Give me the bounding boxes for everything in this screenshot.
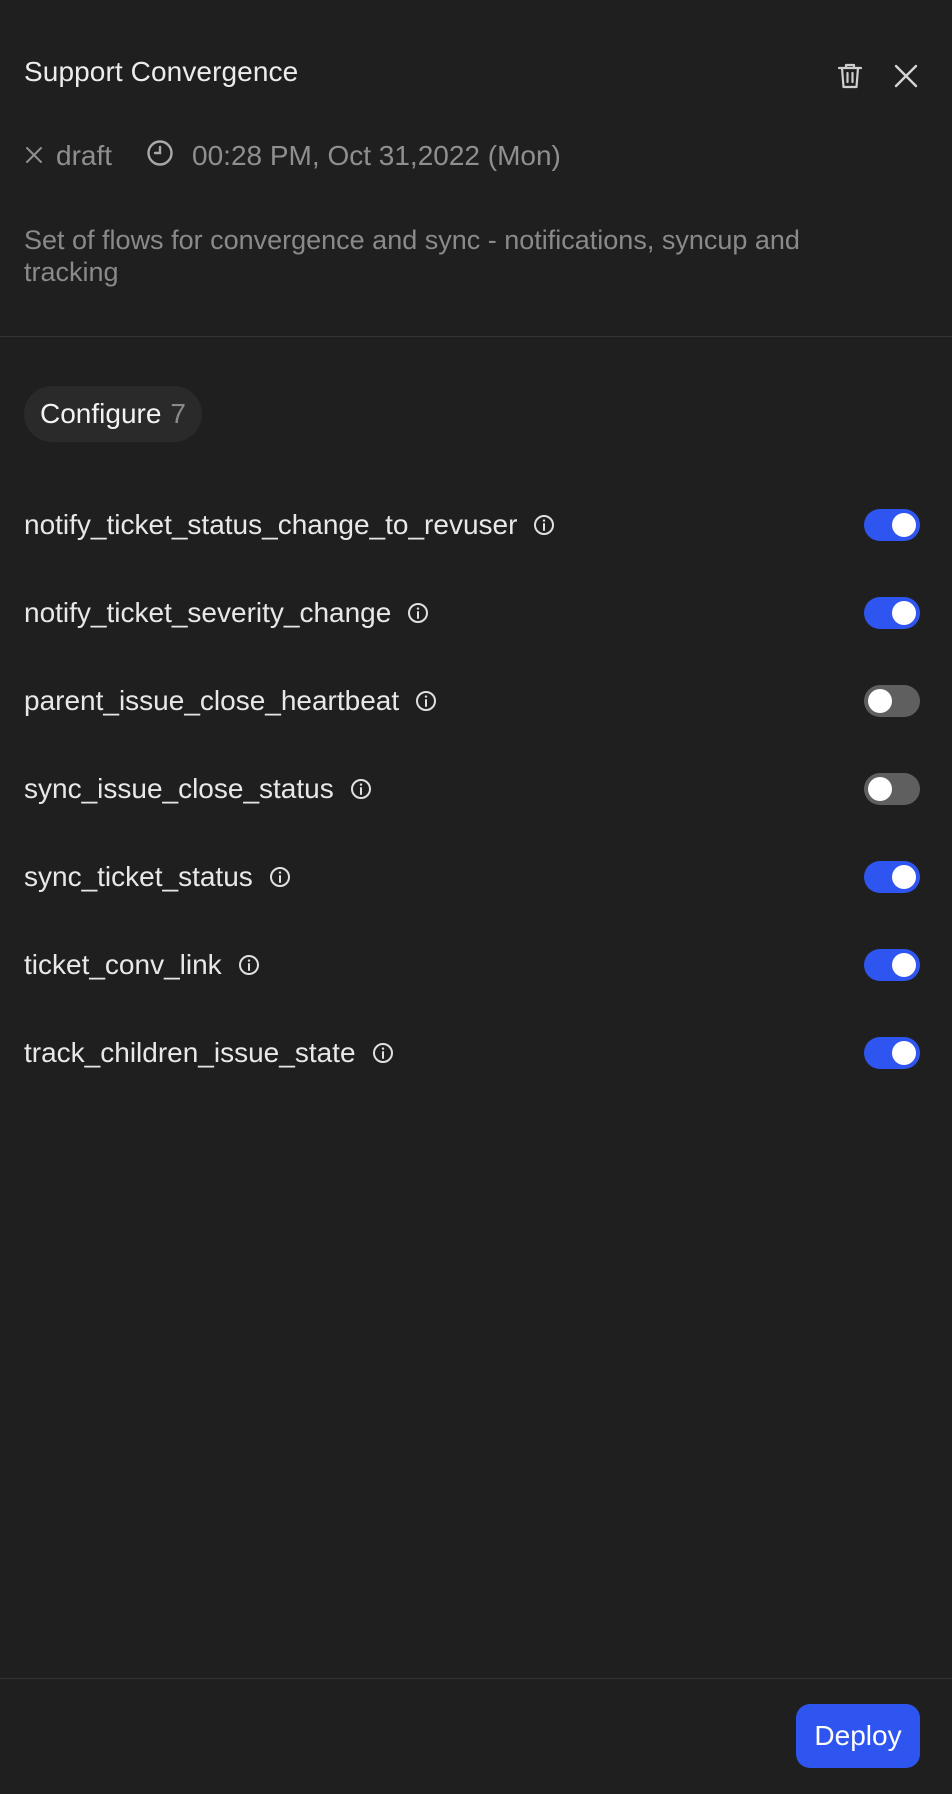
- trash-icon: [837, 62, 863, 90]
- toggle-knob: [892, 513, 916, 537]
- info-icon[interactable]: [238, 954, 260, 976]
- flow-description: Set of flows for convergence and sync - …: [24, 225, 800, 287]
- close-button[interactable]: [886, 56, 926, 96]
- flow-toggle[interactable]: [864, 949, 920, 981]
- timestamp-text: 00:28 PM, Oct 31,2022 (Mon): [192, 140, 561, 171]
- deploy-button[interactable]: Deploy: [796, 1704, 920, 1768]
- divider: [0, 336, 952, 337]
- flow-name: sync_issue_close_status: [24, 773, 334, 804]
- toggle-knob: [868, 777, 892, 801]
- info-icon[interactable]: [372, 1042, 394, 1064]
- delete-button[interactable]: [830, 56, 870, 96]
- flow-list: notify_ticket_status_change_to_revuser n…: [24, 486, 920, 1102]
- flow-toggle[interactable]: [864, 861, 920, 893]
- close-icon: [893, 63, 919, 89]
- timestamp: 00:28 PM, Oct 31,2022 (Mon): [146, 139, 561, 174]
- clock-icon: [146, 139, 192, 174]
- flow-row: track_children_issue_state: [24, 1014, 920, 1102]
- configure-count: 7: [170, 398, 186, 429]
- flow-toggle[interactable]: [864, 597, 920, 629]
- toggle-knob: [892, 953, 916, 977]
- toggle-knob: [892, 865, 916, 889]
- flow-name: notify_ticket_status_change_to_revuser: [24, 509, 518, 540]
- configure-label: Configure: [40, 398, 162, 429]
- page-title: Support Convergence: [24, 56, 299, 87]
- flow-toggle[interactable]: [864, 773, 920, 805]
- info-icon[interactable]: [415, 690, 437, 712]
- toggle-knob: [892, 601, 916, 625]
- status-badge: draft: [24, 140, 112, 172]
- flow-row: sync_issue_close_status: [24, 750, 920, 838]
- info-icon[interactable]: [407, 602, 429, 624]
- info-icon[interactable]: [350, 778, 372, 800]
- flow-name: parent_issue_close_heartbeat: [24, 685, 400, 716]
- status-label: draft: [56, 140, 113, 171]
- x-icon: [24, 140, 56, 172]
- flow-toggle[interactable]: [864, 685, 920, 717]
- flow-toggle[interactable]: [864, 1037, 920, 1069]
- flow-row: ticket_conv_link: [24, 926, 920, 1014]
- flow-row: notify_ticket_severity_change: [24, 574, 920, 662]
- flow-name: sync_ticket_status: [24, 861, 253, 892]
- flow-name: notify_ticket_severity_change: [24, 597, 392, 628]
- info-icon[interactable]: [269, 866, 291, 888]
- flow-name: track_children_issue_state: [24, 1037, 356, 1068]
- flow-row: parent_issue_close_heartbeat: [24, 662, 920, 750]
- toggle-knob: [892, 1041, 916, 1065]
- flow-toggle[interactable]: [864, 509, 920, 541]
- toggle-knob: [868, 689, 892, 713]
- flow-row: notify_ticket_status_change_to_revuser: [24, 486, 920, 574]
- panel-header: Support Convergence: [24, 52, 928, 102]
- flow-meta: draft 00:28 PM, Oct 31,2022 (Mon): [24, 138, 561, 174]
- footer-divider: [0, 1678, 952, 1679]
- configure-tab[interactable]: Configure 7: [24, 386, 202, 442]
- flow-name: ticket_conv_link: [24, 949, 222, 980]
- flow-row: sync_ticket_status: [24, 838, 920, 926]
- info-icon[interactable]: [533, 514, 555, 536]
